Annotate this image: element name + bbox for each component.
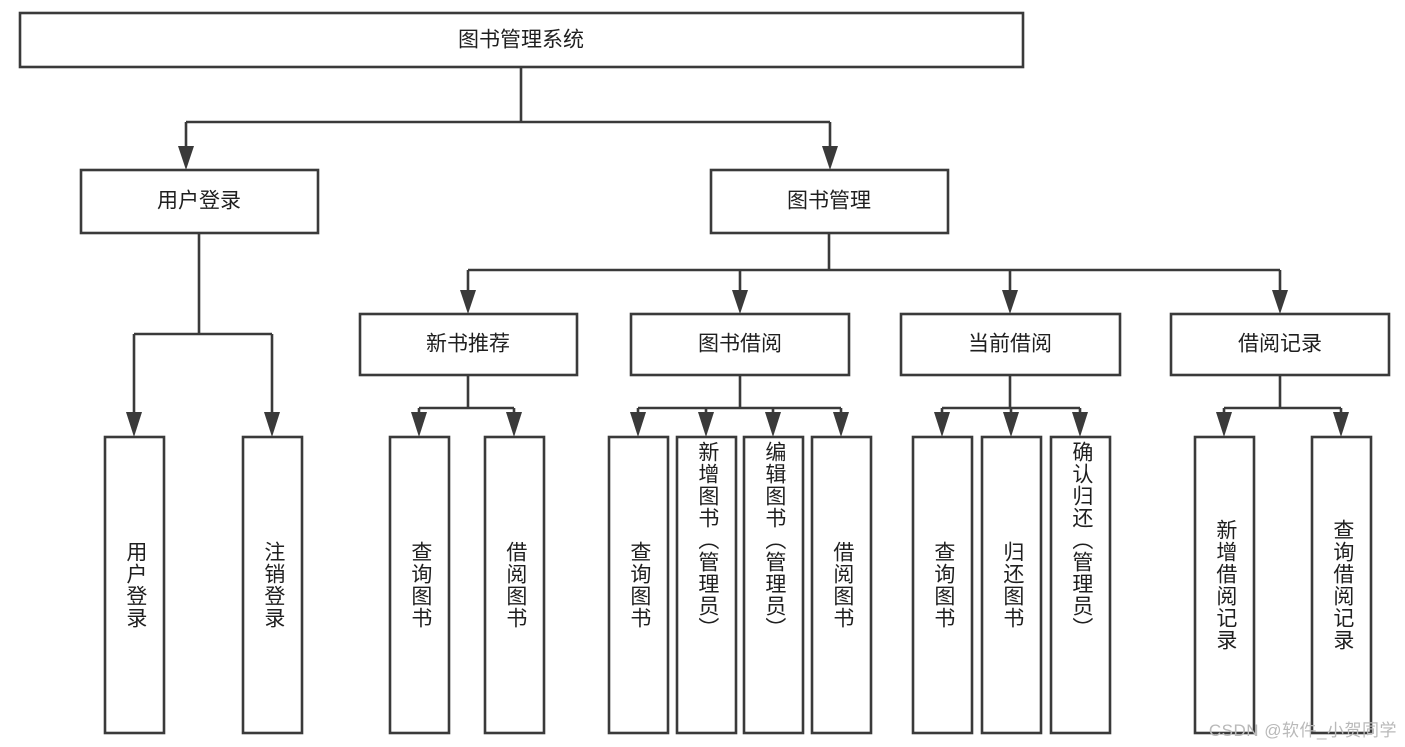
node-book-borrow[interactable]: 图书借阅: [629, 312, 851, 377]
leaf-box-query-book-1[interactable]: [388, 435, 451, 735]
node-root-label: 图书管理系统: [458, 29, 584, 52]
connector-bookmanage-to-level3: [460, 233, 1288, 314]
connector-newbook-to-leaves: [411, 375, 522, 437]
node-current-borrow[interactable]: 当前借阅: [899, 312, 1122, 377]
node-user-login[interactable]: 用户登录: [79, 168, 320, 235]
node-user-login-label: 用户登录: [157, 190, 241, 213]
node-book-manage[interactable]: 图书管理: [709, 168, 950, 235]
leaf-box-user-login[interactable]: [103, 435, 166, 735]
connector-bookborrow-to-leaves: [630, 375, 849, 437]
leaf-box-borrow-book-2[interactable]: [810, 435, 873, 735]
leaf-box-query-book-2[interactable]: [607, 435, 670, 735]
node-new-book-recommend-label: 新书推荐: [426, 333, 510, 356]
node-book-borrow-label: 图书借阅: [698, 333, 782, 356]
node-current-borrow-label: 当前借阅: [968, 333, 1052, 356]
csdn-watermark: CSDN @软件_小贺同学: [1208, 721, 1397, 740]
leaf-box-confirm-return[interactable]: [1049, 435, 1112, 735]
leaf-box-query-book-3[interactable]: [911, 435, 974, 735]
connector-userlogin-to-leaves: [126, 233, 280, 437]
connector-borrowrecord-to-leaves: [1216, 375, 1349, 437]
node-root[interactable]: 图书管理系统: [18, 11, 1025, 69]
connector-currentborrow-to-leaves: [934, 375, 1088, 437]
leaf-box-add-record[interactable]: [1193, 435, 1256, 735]
leaf-box-add-book[interactable]: [675, 435, 738, 735]
leaf-box-logout-login[interactable]: [241, 435, 304, 735]
node-borrow-record[interactable]: 借阅记录: [1169, 312, 1391, 377]
node-new-book-recommend[interactable]: 新书推荐: [358, 312, 579, 377]
leaf-box-return-book[interactable]: [980, 435, 1043, 735]
leaf-box-borrow-book-1[interactable]: [483, 435, 546, 735]
leaf-box-query-record[interactable]: [1310, 435, 1373, 735]
node-borrow-record-label: 借阅记录: [1238, 333, 1322, 356]
leaf-box-edit-book[interactable]: [742, 435, 805, 735]
node-book-manage-label: 图书管理: [787, 190, 871, 213]
connector-root-to-level2: [178, 67, 838, 170]
